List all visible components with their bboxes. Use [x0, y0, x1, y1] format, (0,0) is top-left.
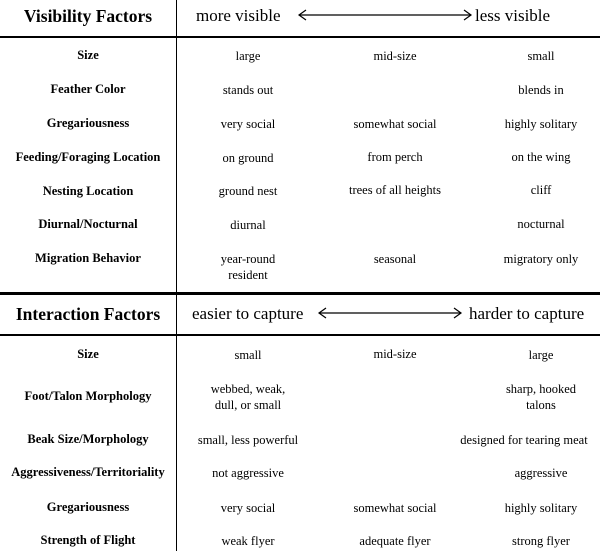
cell: diurnal — [230, 218, 266, 232]
row-label: Size — [77, 347, 99, 361]
column-divider-bottom — [176, 294, 177, 551]
visibility-right-label: less visible — [475, 6, 551, 25]
row-label: Size — [77, 48, 99, 62]
visibility-section-title: Visibility Factors — [23, 6, 153, 26]
interaction-section-title: Interaction Factors — [15, 304, 161, 324]
row-label: Nesting Location — [42, 184, 134, 198]
row-label: Gregariousness — [46, 116, 130, 130]
cell: on the wing — [511, 150, 571, 164]
cell: on ground — [222, 151, 274, 165]
cell: strong flyer — [512, 534, 570, 548]
interaction-header-divider — [0, 334, 600, 336]
double-arrow-icon — [297, 9, 473, 21]
row-label: Beak Size/Morphology — [27, 432, 149, 446]
cell: adequate flyer — [359, 534, 431, 548]
cell: not aggressive — [212, 466, 284, 480]
row-label: Migration Behavior — [35, 251, 141, 265]
cell: webbed, weak, dull, or small — [210, 382, 286, 412]
row-label: Feather Color — [50, 82, 126, 96]
cell: cliff — [530, 183, 552, 197]
cell: large — [235, 49, 261, 63]
section-divider — [0, 292, 600, 295]
cell: year-round resident — [220, 252, 276, 282]
cell: very social — [220, 501, 276, 515]
cell: somewhat social — [353, 501, 437, 515]
cell: ground nest — [218, 184, 278, 198]
interaction-left-label: easier to capture — [192, 304, 304, 323]
visibility-left-label: more visible — [196, 6, 281, 25]
interaction-right-label: harder to capture — [469, 304, 585, 323]
cell: small — [527, 49, 555, 63]
cell: sharp, hooked talons — [505, 382, 577, 412]
cell: trees of all heights — [349, 183, 441, 197]
cell: designed for tearing meat — [460, 433, 588, 447]
cell: aggressive — [514, 466, 568, 480]
cell: blends in — [518, 83, 564, 97]
row-label: Feeding/Foraging Location — [15, 150, 161, 164]
cell: large — [528, 348, 554, 362]
cell: from perch — [367, 150, 423, 164]
column-divider-top — [176, 0, 177, 292]
cell: very social — [220, 117, 276, 131]
cell: weak flyer — [221, 534, 275, 548]
cell: highly solitary — [504, 117, 578, 131]
cell: small — [234, 348, 262, 362]
top-divider — [0, 36, 600, 38]
cell: highly solitary — [504, 501, 578, 515]
cell: migratory only — [503, 252, 579, 266]
cell: mid-size — [373, 347, 417, 361]
row-label: Foot/Talon Morphology — [24, 389, 152, 403]
cell: somewhat social — [353, 117, 437, 131]
row-label: Diurnal/Nocturnal — [38, 217, 138, 231]
cell: mid-size — [373, 49, 417, 63]
cell: small, less powerful — [197, 433, 299, 447]
row-label: Aggressiveness/Territoriality — [11, 465, 165, 479]
row-label: Gregariousness — [46, 500, 130, 514]
cell: seasonal — [373, 252, 417, 266]
row-label: Strength of Flight — [40, 533, 136, 547]
cell: stands out — [222, 83, 274, 97]
double-arrow-icon — [317, 307, 463, 319]
cell: nocturnal — [517, 217, 565, 231]
